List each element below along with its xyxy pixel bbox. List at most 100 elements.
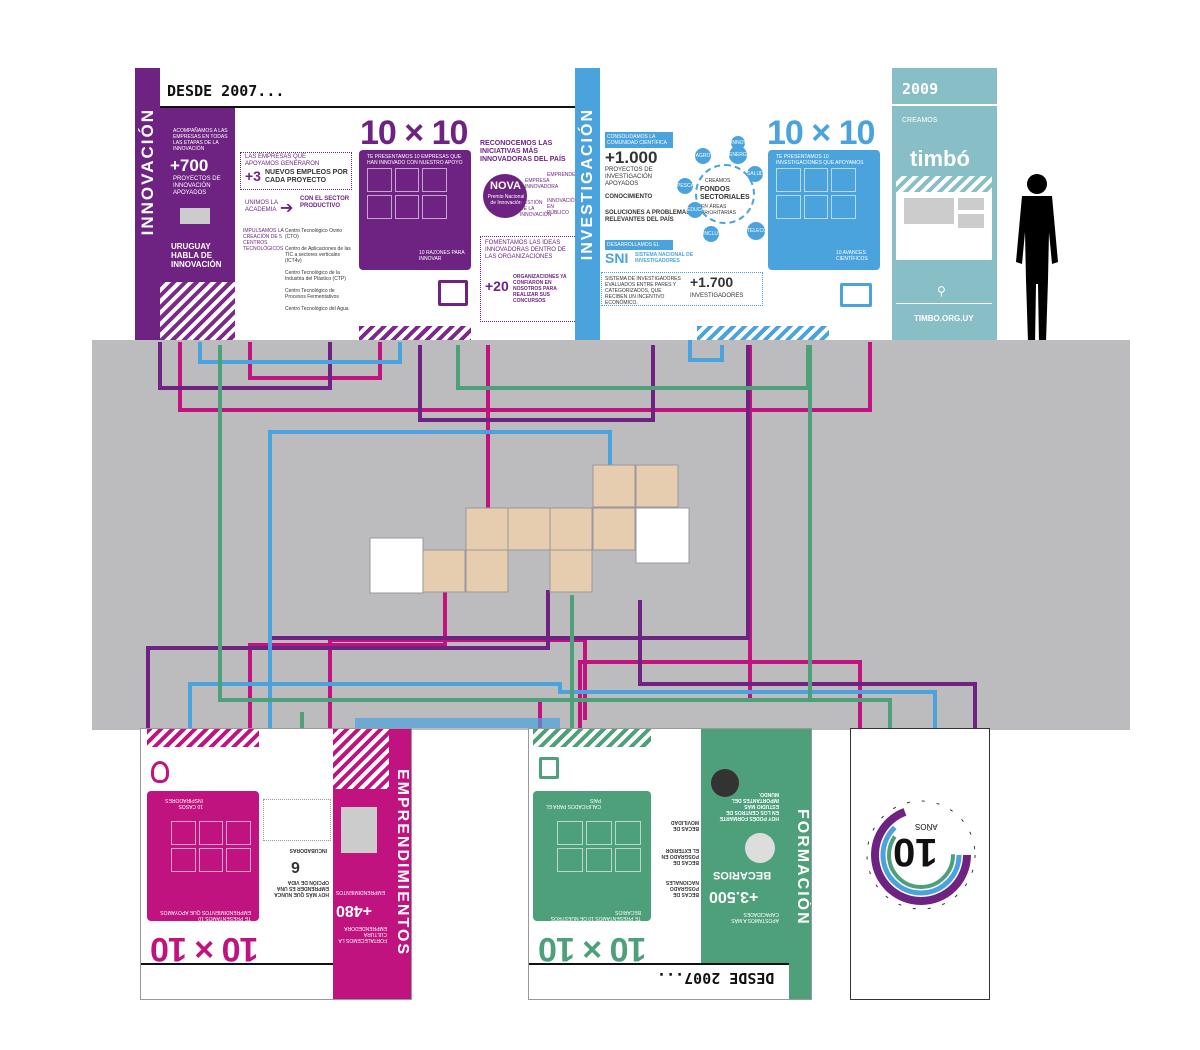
empleos-stat: +3: [245, 168, 261, 184]
search-icon: ⚲: [937, 284, 946, 298]
formacion-top-hatch: [533, 729, 651, 747]
anos-panel: 10 AÑOS: [850, 728, 990, 1000]
formacion-stat: +3.500: [709, 888, 759, 905]
timbo-hatch: [896, 176, 992, 192]
sni-title: SNI: [605, 250, 629, 266]
floor-tile: [635, 464, 679, 508]
connector-line: [456, 345, 810, 390]
formacion-card-foot: CALIFICADOS PARA EL PAÍS: [545, 797, 601, 809]
unimos-text: UNIMOS LA ACADEMIA: [245, 200, 278, 213]
floor-tile: [422, 549, 466, 593]
becas-ext: BECAS DE POSGRADO EN EL EXTERIOR: [661, 847, 699, 865]
connector-line: [198, 342, 402, 364]
formacion-stat-text: BECARIOS: [713, 869, 772, 881]
connector-line: [638, 600, 977, 728]
formacion-strip: [789, 729, 811, 999]
centro-item: Centro Tecnológico Ovino (CTO): [285, 228, 343, 240]
timbo-rule: [892, 104, 997, 106]
anos-label: AÑOS: [915, 822, 938, 831]
emp-stat-text: EMPRENDIMIENTOS: [335, 889, 385, 895]
fondos-sub: EN ÁREAS PRIORITARIAS: [701, 204, 736, 216]
formacion-card-grid: [557, 821, 641, 872]
innovacion-stat-text: PROYECTOS DE INNOVACIÓN APOYADOS: [173, 176, 221, 196]
emp-hoy: HOY MÁS QUE NUNCA EMPRENDER ES UNA OPCIÓ…: [274, 879, 329, 897]
formacion-title: FORMACIÓN: [794, 809, 811, 926]
emp-card-grid: [171, 821, 251, 872]
formacion-panel: FORMACIÓN HOY PODÉS FORMARTE EN LOS CENT…: [528, 728, 812, 1000]
innovacion-hatch: [160, 282, 235, 342]
document-icon: [539, 757, 559, 779]
innovacion-bottom-hatch: [359, 326, 471, 342]
inv-card-foot: 10 AVANCES CIENTÍFICOS: [836, 250, 868, 262]
timbo-url: TIMBO.ORG.UY: [914, 314, 974, 323]
nova-title: NOVA: [490, 180, 521, 192]
presentation-icon: [438, 280, 468, 306]
formacion-card-title: TE PRESENTAMOS 10 DE NUESTROS BECARIOS: [550, 909, 641, 921]
emp-card-title: TE PRESENTAMOS 10 EMPRENDIMIENTOS QUE AP…: [160, 909, 251, 921]
incub-logos: [263, 799, 331, 841]
bullet-soluciones: SOLUCIONES A PROBLEMAS RELEVANTES DEL PA…: [605, 210, 691, 223]
centro-item: Centro Tecnológico de Procesos Fermentat…: [285, 288, 339, 300]
investigacion-stat-text: PROYECTOS DE INVESTIGACIÓN APOYADOS: [605, 167, 653, 187]
floor-tile: [465, 549, 509, 593]
connector-line: [418, 345, 655, 422]
card-grid: [367, 168, 447, 219]
innovacion-intro: ACOMPAÑAMOS A LAS EMPRESAS EN TODAS LAS …: [173, 128, 228, 152]
floor-tile: [465, 507, 509, 551]
floor-hatch: [355, 718, 560, 728]
empresas-intro: LAS EMPRESAS QUE APOYAMOS GENERARON: [245, 154, 320, 167]
fortalecemos-text: FORTALECEMOS LA CULTURA EMPRENDEDORA: [338, 925, 387, 943]
innovacion-strip: [135, 68, 160, 342]
connector-line: [248, 590, 447, 728]
investigacion-stat: +1.000: [605, 148, 658, 167]
emp-card-foot: 10 CASOS INSPIRADORES: [165, 797, 203, 809]
screen-block: [958, 214, 984, 228]
fondos-intro: CREAMOS: [705, 178, 731, 184]
person-silhouette: [1016, 174, 1058, 344]
nova-bubble: EMPRENDEDOR: [547, 172, 587, 178]
sni-text: SISTEMA NACIONAL DE INVESTIGADORES: [635, 252, 694, 264]
nova-circle: [483, 174, 527, 218]
nova-bubble: INNOVACIÓN EN PÚBLICO: [547, 198, 579, 216]
centros-list: Centro Tecnológico Ovino (CTO) Centro de…: [285, 228, 355, 312]
fondo-bubble: ENERGÍA: [729, 146, 752, 164]
screen-block: [904, 198, 954, 224]
analytics-icon: [840, 283, 872, 307]
investigacion-bottom-hatch: [697, 326, 829, 342]
floor-tile: [592, 507, 636, 551]
centro-item: Centro Tecnológico del Agua: [285, 306, 349, 312]
investigacion-card: TE PRESENTAMOS 10 INVESTIGACIONES QUE AP…: [768, 150, 880, 270]
reconocemos-text: RECONOCEMOS LAS INICIATIVAS MÁS INNOVADO…: [480, 140, 566, 163]
fondo-bubble: SALUD: [747, 166, 764, 182]
becas-mov: BECAS DE MOVILIDAD: [670, 819, 699, 831]
formacion-card: TE PRESENTAMOS 10 DE NUESTROS BECARIOS C…: [533, 791, 651, 921]
timbo-bottom-rule: [896, 303, 992, 304]
wifi-circle: [745, 833, 775, 863]
formacion-badge: [711, 769, 739, 797]
connector-line: [268, 430, 612, 728]
centro-item: Centro de Aplicaciones de las TIC a sect…: [285, 246, 351, 264]
emp-photo: [341, 807, 377, 853]
emp-stat: +480: [336, 902, 373, 919]
fondo-bubble: PESCA: [677, 178, 694, 194]
page-header: DESDE 2007...: [167, 82, 285, 100]
bullet-conocimiento: CONOCIMIENTO: [605, 194, 653, 200]
emprendimientos-card: TE PRESENTAMOS 10 EMPRENDIMIENTOS QUE AP…: [147, 791, 259, 921]
innovacion-card: TE PRESENTAMOS 10 EMPRESAS QUE HAN INNOV…: [359, 150, 471, 270]
bulb-icon: [151, 761, 169, 783]
floor-tile: [369, 537, 424, 594]
header-rule: [160, 106, 575, 108]
org-text: ORGANIZACIONES YA CONFIARON EN NOSOTROS …: [513, 274, 567, 304]
timbo-creamos: CREAMOS: [902, 117, 938, 124]
inv-tenxten-title: 10 × 10: [767, 114, 875, 152]
investigacion-intro: CONSOLIDAMOS LA COMUNIDAD CIENTÍFICA: [605, 132, 673, 148]
inv-card-grid: [776, 168, 856, 219]
connector-line: [688, 340, 724, 362]
floor-tile: [549, 507, 593, 551]
empleos-box: [240, 152, 352, 190]
floor-tile: [549, 549, 593, 593]
formacion-hoy: HOY PODÉS FORMARTE EN LOS CENTROS DE EST…: [719, 791, 779, 821]
card-title: TE PRESENTAMOS 10 EMPRESAS QUE HAN INNOV…: [367, 154, 463, 166]
fondos-circle: [695, 164, 755, 224]
